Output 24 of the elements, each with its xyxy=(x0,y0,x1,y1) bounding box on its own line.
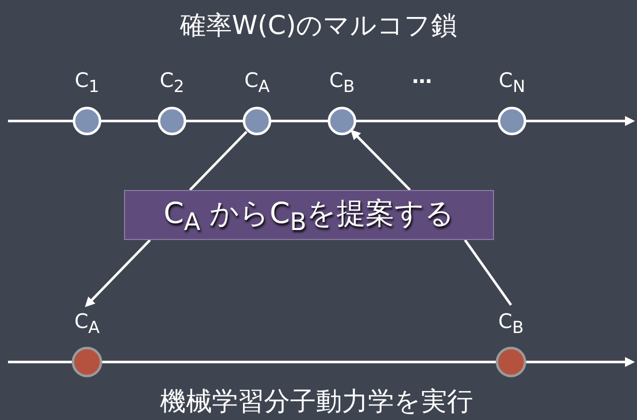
node-label: C$_{A}$ xyxy=(73,309,101,339)
arrow xyxy=(350,130,411,191)
arrow xyxy=(526,116,635,126)
arrow xyxy=(526,357,635,367)
connector-line xyxy=(464,239,512,306)
connector-line xyxy=(101,120,158,122)
connector-line xyxy=(271,120,328,122)
node-label: C$_{B}$ xyxy=(497,309,525,339)
connector-line xyxy=(8,360,72,364)
connector-line xyxy=(8,120,73,122)
node-label: C$_{2}$ xyxy=(158,68,186,98)
title: 確率W(C)のマルコフ鎖 xyxy=(178,10,458,42)
node-label: C$_{A}$ xyxy=(243,68,271,98)
ellipsis-label: … xyxy=(412,64,432,88)
connector-line xyxy=(189,130,248,191)
connector-line xyxy=(102,360,496,364)
node-label: C$_{N}$ xyxy=(498,68,526,98)
proposal-box: C$_{A}$ からC$_{B}$を提案する xyxy=(124,190,494,240)
connector-line xyxy=(356,120,498,122)
node-label: C$_{1}$ xyxy=(74,68,100,98)
arrow xyxy=(84,239,151,308)
caption: 機械学習分子動力学を実行 xyxy=(159,386,474,418)
connector-line xyxy=(186,120,243,122)
node-label: C$_{B}$ xyxy=(328,68,356,98)
